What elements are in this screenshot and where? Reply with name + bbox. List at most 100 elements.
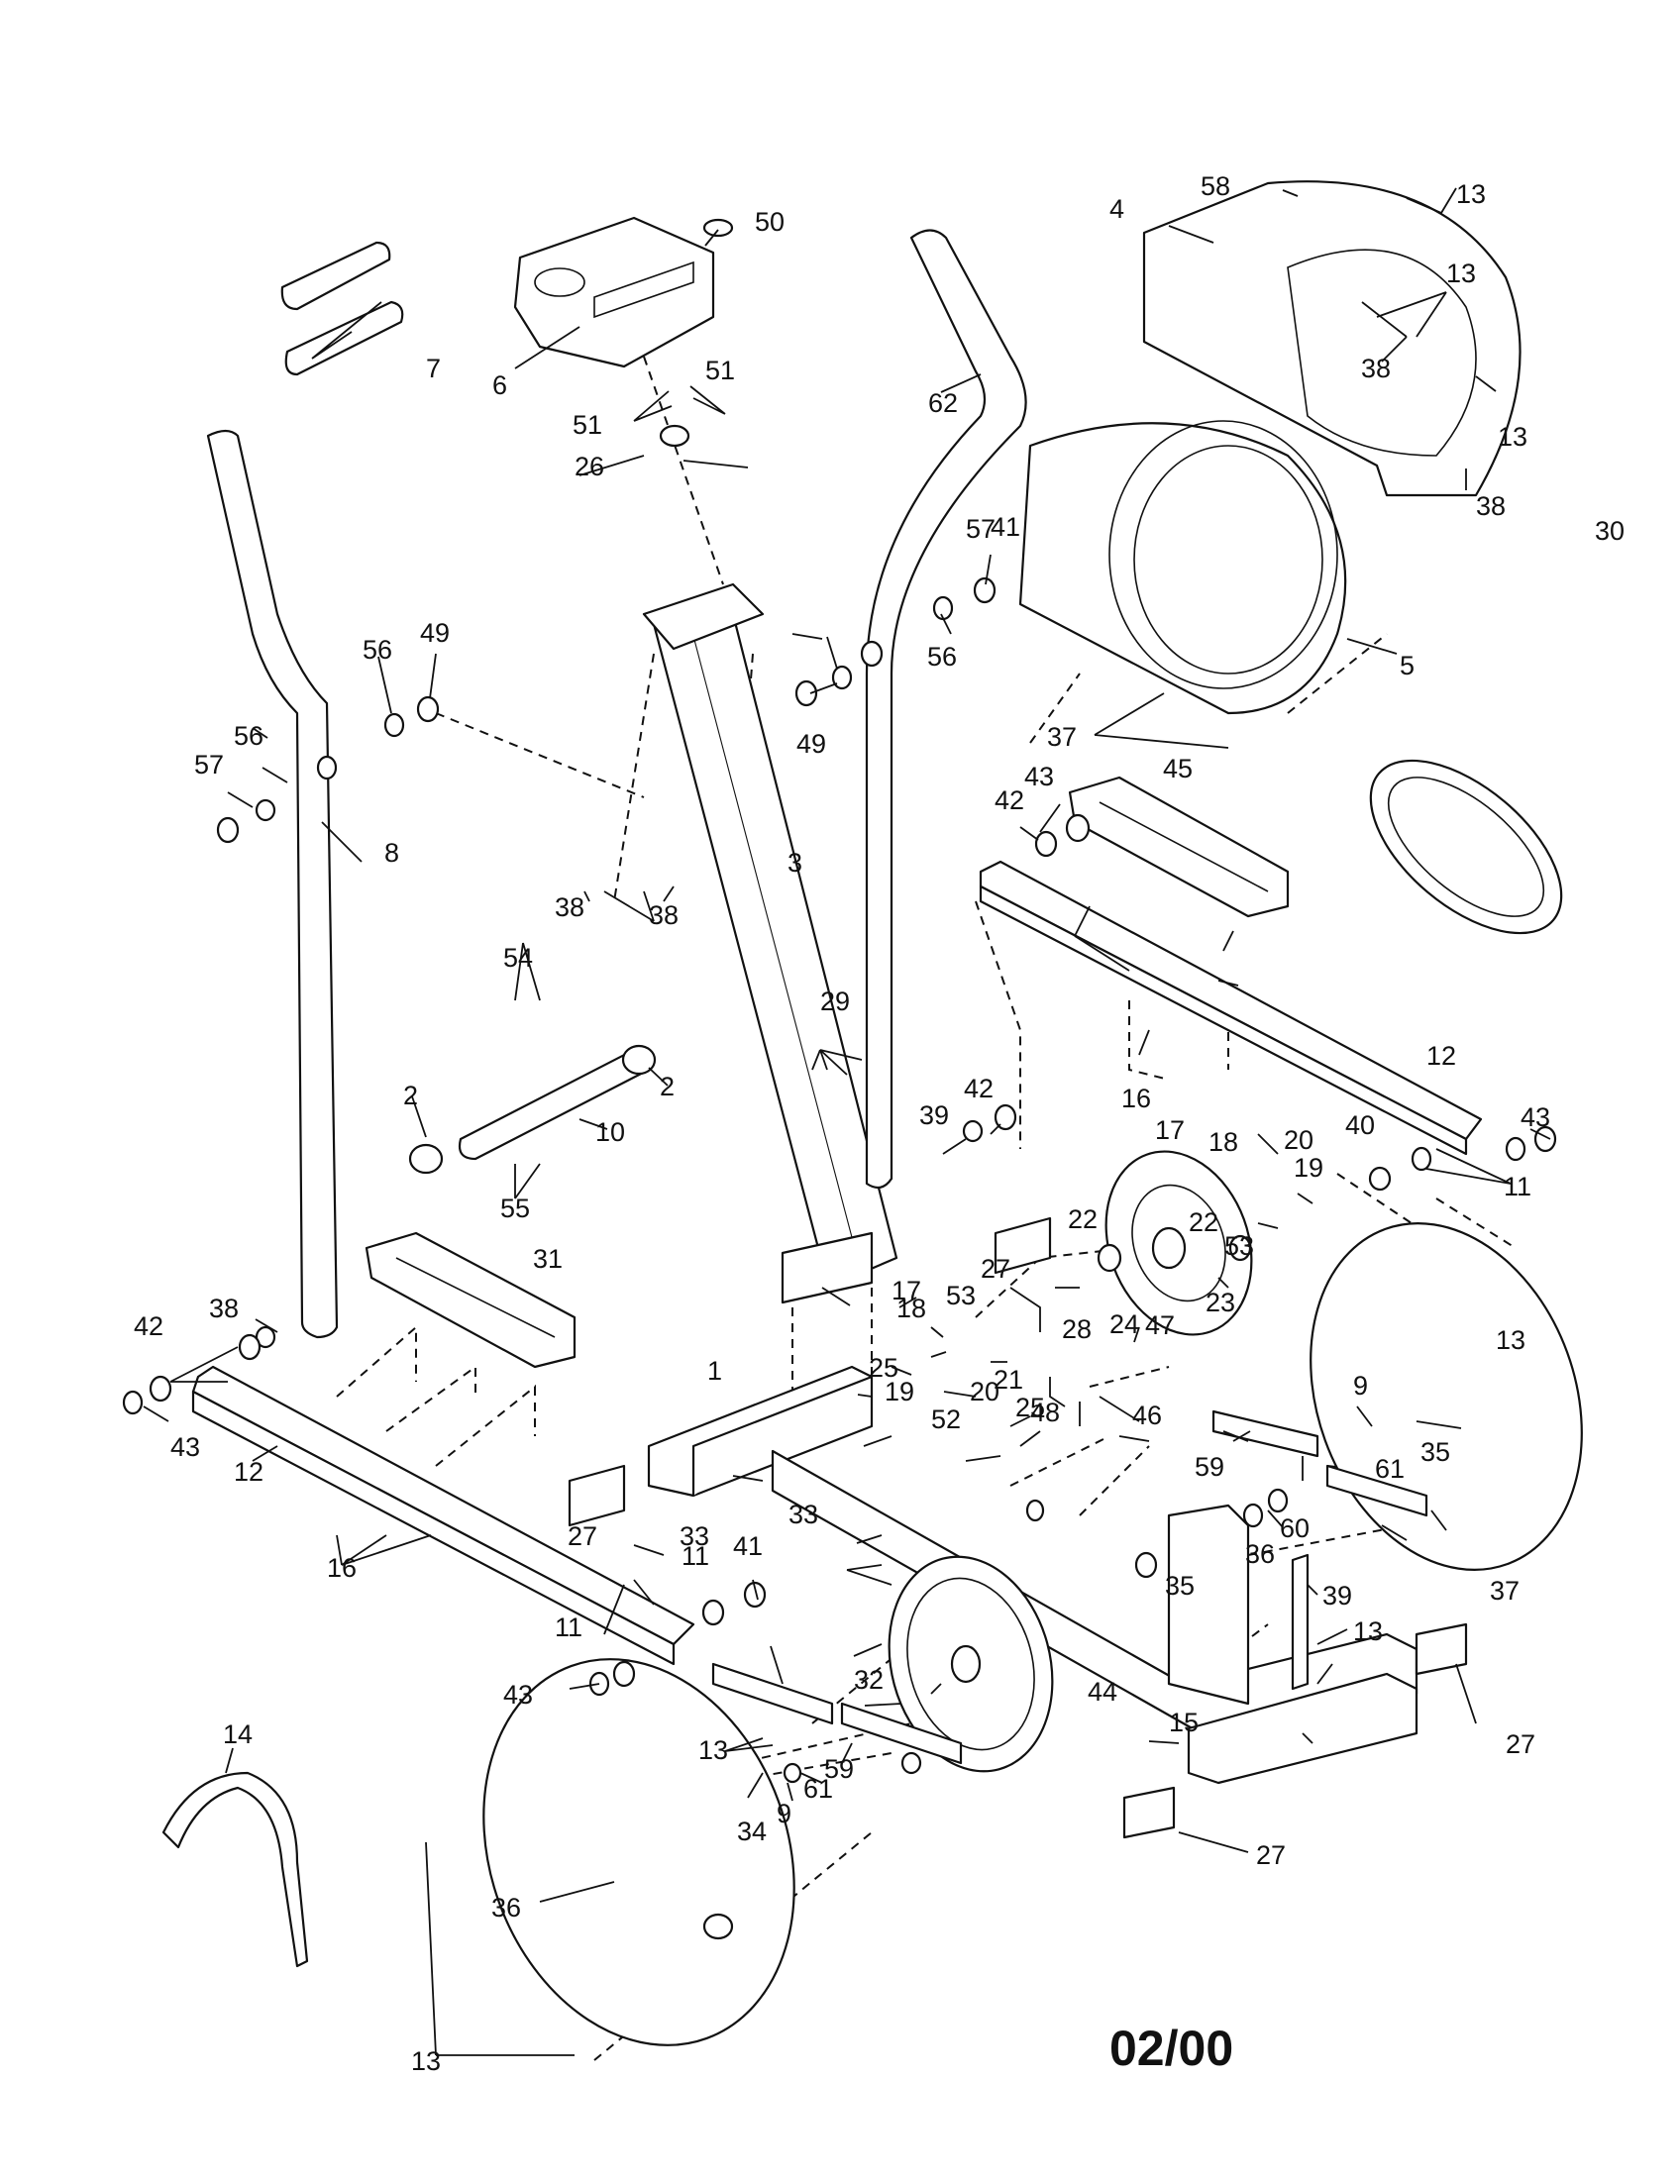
callout-label: 9 [777, 1799, 791, 1828]
callout-label: 17 [892, 1276, 921, 1305]
callout-label: 2 [403, 1081, 418, 1110]
callout-label: 49 [420, 618, 450, 648]
right-handlebar [865, 229, 1027, 1190]
callout-label: 25 [1015, 1393, 1045, 1422]
callout-label: 33 [680, 1521, 709, 1551]
callout-label: 20 [970, 1377, 999, 1406]
callout-label: 22 [1068, 1204, 1098, 1234]
strap [161, 1771, 309, 1968]
callout-label: 36 [491, 1893, 521, 1923]
callout-label: 42 [134, 1311, 163, 1341]
callout-label: 31 [533, 1244, 563, 1274]
callout-label: 27 [568, 1521, 597, 1551]
callout-label: 43 [1521, 1102, 1550, 1132]
callout-label: 60 [1280, 1513, 1310, 1543]
callout-label: 26 [575, 452, 604, 481]
callout-label: 42 [995, 785, 1024, 815]
callout-label: 44 [1088, 1677, 1117, 1707]
drive-belt [1369, 759, 1563, 935]
callout-label: 13 [411, 2046, 441, 2076]
callout-label: 38 [1476, 491, 1506, 521]
left-handlebar [206, 429, 339, 1339]
left-side-disc [482, 1658, 795, 2046]
end-caps [568, 1216, 1468, 1839]
leader-lines [143, 187, 1551, 2056]
callout-label: 62 [928, 388, 958, 418]
callout-label: 25 [869, 1353, 898, 1383]
callout-label: 37 [1490, 1576, 1520, 1606]
callout-label: 51 [705, 356, 735, 385]
callout-label: 19 [885, 1377, 914, 1406]
callout-label: 19 [1294, 1153, 1323, 1183]
callout-label: 38 [209, 1294, 239, 1323]
callout-label: 47 [1145, 1310, 1175, 1340]
hardware [122, 424, 1557, 1784]
right-side-disc [1310, 1222, 1583, 1571]
callout-label: 13 [1353, 1616, 1383, 1646]
flywheel [888, 1555, 1054, 1773]
callout-label: 14 [223, 1719, 253, 1749]
callout-label: 18 [896, 1294, 926, 1323]
callout-label: 48 [1030, 1398, 1060, 1427]
left-pedal [365, 1231, 577, 1369]
callout-label: 53 [946, 1281, 976, 1310]
callout-label: 39 [1322, 1581, 1352, 1611]
callout-label: 27 [981, 1254, 1010, 1284]
crank-arms [711, 1409, 1428, 1765]
callout-label: 59 [1195, 1452, 1224, 1482]
callout-label: 13 [1456, 179, 1486, 209]
callout-label: 32 [854, 1665, 884, 1695]
callout-label: 43 [503, 1680, 533, 1710]
callout-label: 10 [595, 1117, 625, 1147]
callout-label: 20 [1284, 1125, 1313, 1155]
callout-label: 35 [1165, 1571, 1195, 1601]
callout-label: 27 [1256, 1840, 1286, 1870]
callout-label: 27 [1506, 1729, 1535, 1759]
callout-label: 7 [426, 354, 441, 383]
callout-label: 28 [1062, 1314, 1092, 1344]
callout-label: 12 [1426, 1041, 1456, 1071]
callout-label: 38 [1361, 354, 1391, 383]
callout-label: 24 [1109, 1309, 1139, 1339]
callout-label: 6 [492, 370, 507, 400]
callout-labels: 1 2 2 3 4 5 6 7 8 9 9 10 11 11 11 12 12 … [134, 171, 1625, 2076]
callout-label: 43 [170, 1432, 200, 1462]
callout-label: 15 [1169, 1708, 1199, 1737]
callout-label: 11 [555, 1612, 582, 1642]
callout-label: 38 [555, 892, 584, 922]
callout-label: 57 [194, 750, 224, 780]
callout-label: 30 [1595, 516, 1625, 546]
callout-label: 57 [966, 514, 996, 544]
callout-label: 9 [1353, 1371, 1368, 1401]
pulley [1104, 1150, 1253, 1336]
callout-label: 16 [1121, 1084, 1151, 1113]
callout-label: 51 [573, 410, 602, 440]
callout-label: 43 [1024, 762, 1054, 791]
callout-label: 41 [733, 1531, 763, 1561]
right-pedal [1068, 776, 1290, 918]
callout-label: 46 [1132, 1401, 1162, 1430]
left-pedal-arm [191, 1365, 695, 1666]
callout-label: 13 [1498, 422, 1527, 452]
callout-label: 61 [803, 1774, 833, 1804]
upright-mast [642, 582, 898, 1304]
callout-label: 52 [931, 1404, 961, 1434]
callout-label: 11 [1504, 1172, 1531, 1201]
mounting-bracket [1291, 1553, 1310, 1691]
callout-label: 45 [1163, 754, 1193, 783]
callout-label: 50 [755, 207, 785, 237]
callout-label: 18 [1208, 1127, 1238, 1157]
callout-label: 17 [1155, 1115, 1185, 1145]
callout-label: 58 [1201, 171, 1230, 201]
callout-label: 34 [737, 1817, 767, 1846]
callout-label: 55 [500, 1194, 530, 1223]
rear-shroud [1142, 180, 1522, 497]
callout-label: 54 [503, 943, 533, 973]
callout-label: 8 [384, 838, 399, 868]
callout-label: 59 [824, 1754, 854, 1784]
callout-label: 1 [707, 1356, 722, 1386]
callout-label: 49 [796, 729, 826, 759]
callout-label: 38 [649, 900, 679, 930]
